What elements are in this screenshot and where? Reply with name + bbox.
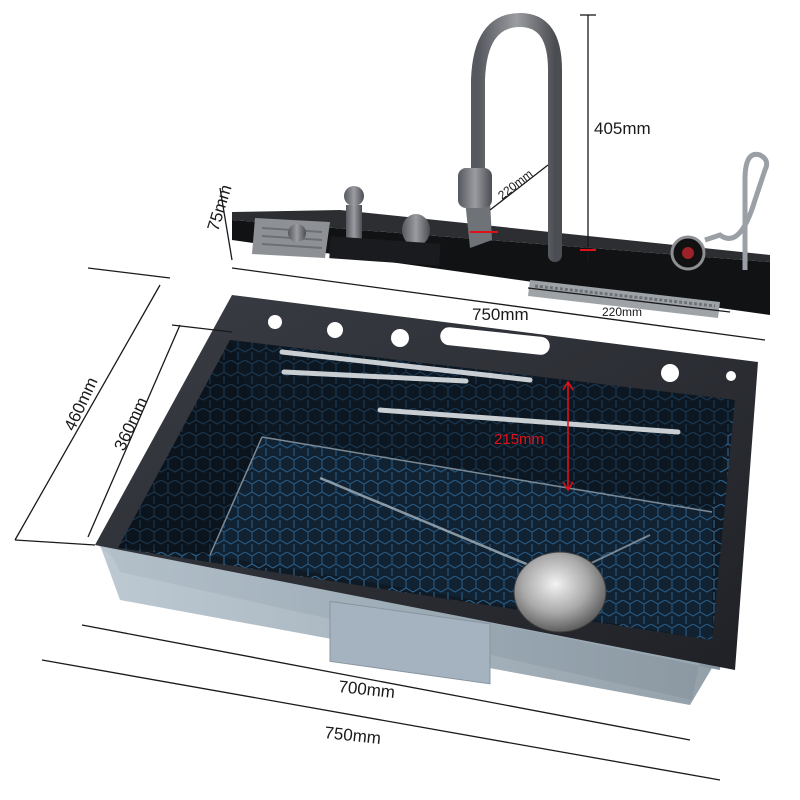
label-faucet-reach: 220mm — [495, 167, 535, 203]
drain-cover — [514, 552, 606, 632]
depth-indicator — [470, 231, 596, 492]
deck-hole — [391, 329, 409, 347]
overflow-panel — [329, 600, 491, 685]
deck-slot — [440, 327, 550, 355]
main-faucet — [471, 12, 562, 262]
label-inner-width: 700mm — [338, 677, 396, 702]
accessory-shelf — [232, 12, 770, 318]
sink-body — [95, 295, 758, 705]
deck-hole — [268, 315, 282, 329]
step-rail-lower — [377, 407, 681, 435]
dimension-lines — [14, 14, 766, 781]
deck-hole — [726, 371, 736, 381]
label-inner-depth: 360mm — [110, 394, 151, 453]
step-rail-upper — [279, 349, 533, 383]
pull-down-sprayer — [704, 151, 770, 270]
label-waterfall-width: 220mm — [602, 305, 642, 319]
label-bowl-depth: 215mm — [494, 431, 544, 448]
label-shelf-width: 750mm — [472, 305, 529, 324]
deck-hole — [661, 364, 679, 382]
control-knob — [402, 214, 430, 246]
label-overall-width: 750mm — [324, 723, 382, 748]
step-rail-middle — [281, 369, 469, 384]
deck-hole — [327, 322, 343, 338]
label-overall-depth: 460mm — [60, 374, 101, 433]
knob-small — [288, 224, 306, 242]
label-faucet-height: 405mm — [594, 119, 651, 138]
soap-dispenser — [346, 205, 362, 243]
label-shelf-height: 75mm — [204, 182, 236, 233]
